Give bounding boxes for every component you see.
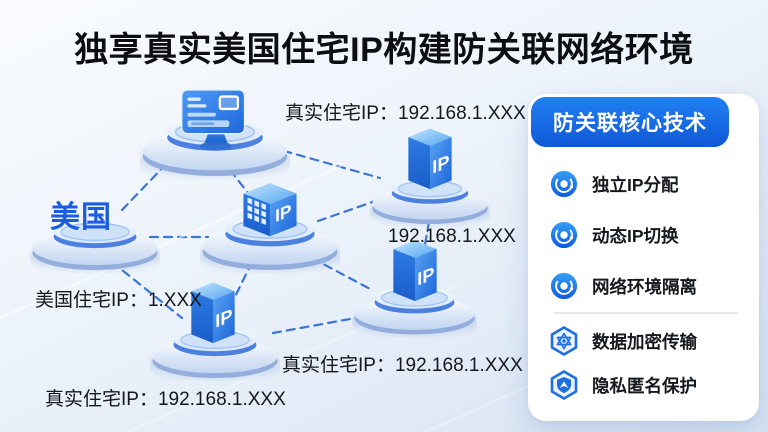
edge-computer-righttop	[268, 145, 382, 180]
panel-header: 防关联核心技术	[531, 97, 729, 147]
cube-ip-text: IP	[432, 151, 449, 178]
panel-item-label: 独立IP分配	[592, 174, 679, 195]
panel-item-label: 网络环境隔离	[592, 276, 697, 297]
caption-bottomleft-ip: 真实住宅IP：192.168.1.XXX	[45, 389, 286, 410]
caption-computer-ip: 真实住宅IP：192.168.1.XXX	[285, 103, 526, 124]
bottomleft-ip-cube-icon: IP	[187, 281, 239, 350]
panel-item-label: 数据加密传输	[592, 331, 697, 352]
edge-bottomleft-bottomright	[271, 315, 363, 335]
panel-item-data-encryption: 数据加密传输	[528, 323, 759, 359]
edge-hub-bottomright	[310, 256, 374, 292]
us-country-label: 美国	[50, 201, 112, 234]
panel-item-label: 隐私匿名保护	[592, 375, 697, 396]
panel-divider	[554, 312, 738, 314]
cube-ip-text: IP	[417, 263, 434, 290]
bottomright-ip-cube-icon: IP	[389, 239, 441, 308]
caption-us-ip: 美国住宅IP：1.XXX	[35, 290, 202, 311]
cube-ip-text: IP	[275, 200, 291, 226]
page-title: 独享真实美国住宅IP构建防关联网络环境	[74, 31, 694, 69]
cube-ip-text: IP	[215, 305, 232, 332]
hex-shield-icon	[549, 370, 579, 400]
orbit-target-icon	[549, 169, 579, 199]
panel-item-label: 动态IP切换	[592, 225, 679, 246]
orbit-target-icon	[549, 271, 579, 301]
panel-item-privacy-protection: 隐私匿名保护	[528, 367, 759, 403]
caption-bottomright-ip: 真实住宅IP：192.168.1.XXX	[282, 355, 523, 376]
core-tech-panel: 防关联核心技术 独立IP分配 动态IP	[528, 94, 759, 421]
computer-monitor-icon	[176, 88, 256, 163]
panel-item-network-isolation: 网络环境隔离	[528, 268, 759, 304]
panel-item-dynamic-ip: 动态IP切换	[528, 217, 759, 253]
hex-encrypt-icon	[549, 326, 579, 356]
orbit-target-icon	[549, 220, 579, 250]
righttop-ip-cube-icon: IP	[404, 127, 456, 196]
edge-us-bottomleft	[110, 260, 184, 320]
hub-ip-cube-icon: IP	[240, 182, 300, 242]
caption-right-ip: 192.168.1.XXX	[388, 226, 516, 247]
panel-item-independent-ip: 独立IP分配	[528, 166, 759, 202]
